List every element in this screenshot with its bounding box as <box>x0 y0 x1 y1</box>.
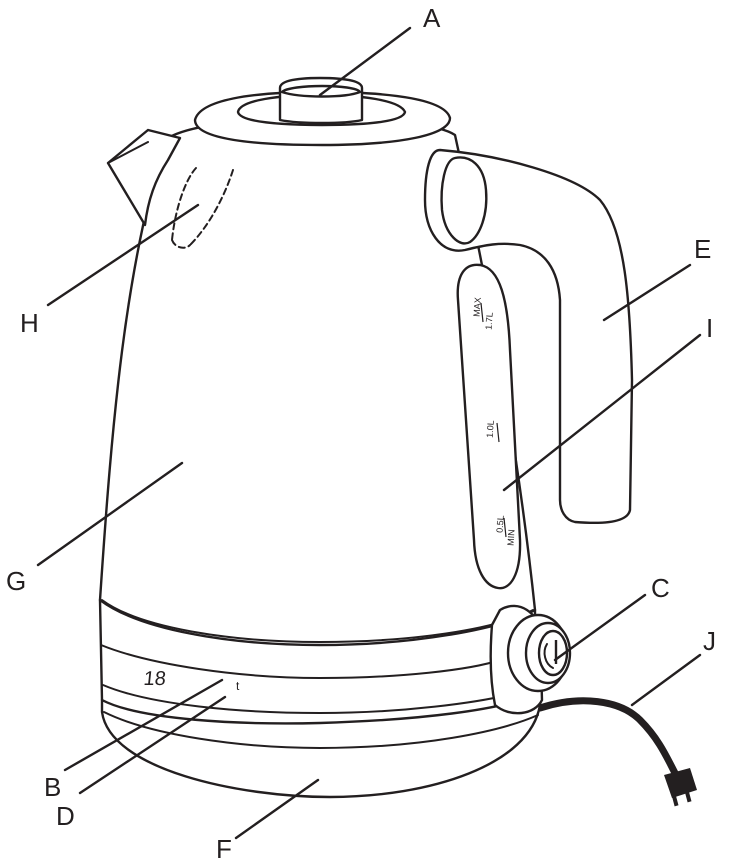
leader-h <box>46 203 200 307</box>
leader-g <box>36 461 184 567</box>
callout-j: J <box>703 626 716 656</box>
callout-labels: A H E I G C J B D F <box>6 3 716 864</box>
power-cord <box>536 697 697 807</box>
water-gauge-markings: MAX 1.7L 1.0L 0.5L MIN <box>472 297 517 546</box>
leader-f <box>234 778 320 840</box>
callout-b: B <box>44 772 61 802</box>
callout-h: H <box>20 308 39 338</box>
callout-c: C <box>651 573 670 603</box>
display-reading: 18 <box>142 668 167 690</box>
callout-d: D <box>56 801 75 831</box>
leader-b <box>63 678 224 772</box>
leader-i <box>502 333 702 492</box>
spout <box>106 128 182 227</box>
leader-d <box>78 695 227 795</box>
callout-a: A <box>423 3 441 33</box>
leader-j <box>630 653 702 707</box>
power-switch <box>489 604 572 715</box>
plug <box>664 768 697 807</box>
gauge-min-volume: 0.5L <box>495 515 506 533</box>
limescale-filter <box>171 167 234 249</box>
water-level-window: MAX 1.7L 1.0L 0.5L MIN <box>456 263 522 590</box>
callout-f: F <box>216 834 232 864</box>
callout-e: E <box>694 234 711 264</box>
leader-c <box>553 593 647 662</box>
callout-g: G <box>6 566 26 596</box>
temperature-display: 18 t <box>142 668 240 693</box>
leader-a <box>318 26 412 97</box>
gauge-max-volume: 1.7L <box>483 312 494 330</box>
gauge-max-label: MAX <box>472 297 483 317</box>
leader-lines <box>36 26 702 840</box>
lid-release-button <box>278 76 364 125</box>
leader-e <box>602 263 692 322</box>
callout-i: I <box>706 313 713 343</box>
gauge-min-label: MIN <box>505 529 516 546</box>
gauge-mid-volume: 1.0L <box>485 420 496 438</box>
display-unit: t <box>236 679 240 693</box>
